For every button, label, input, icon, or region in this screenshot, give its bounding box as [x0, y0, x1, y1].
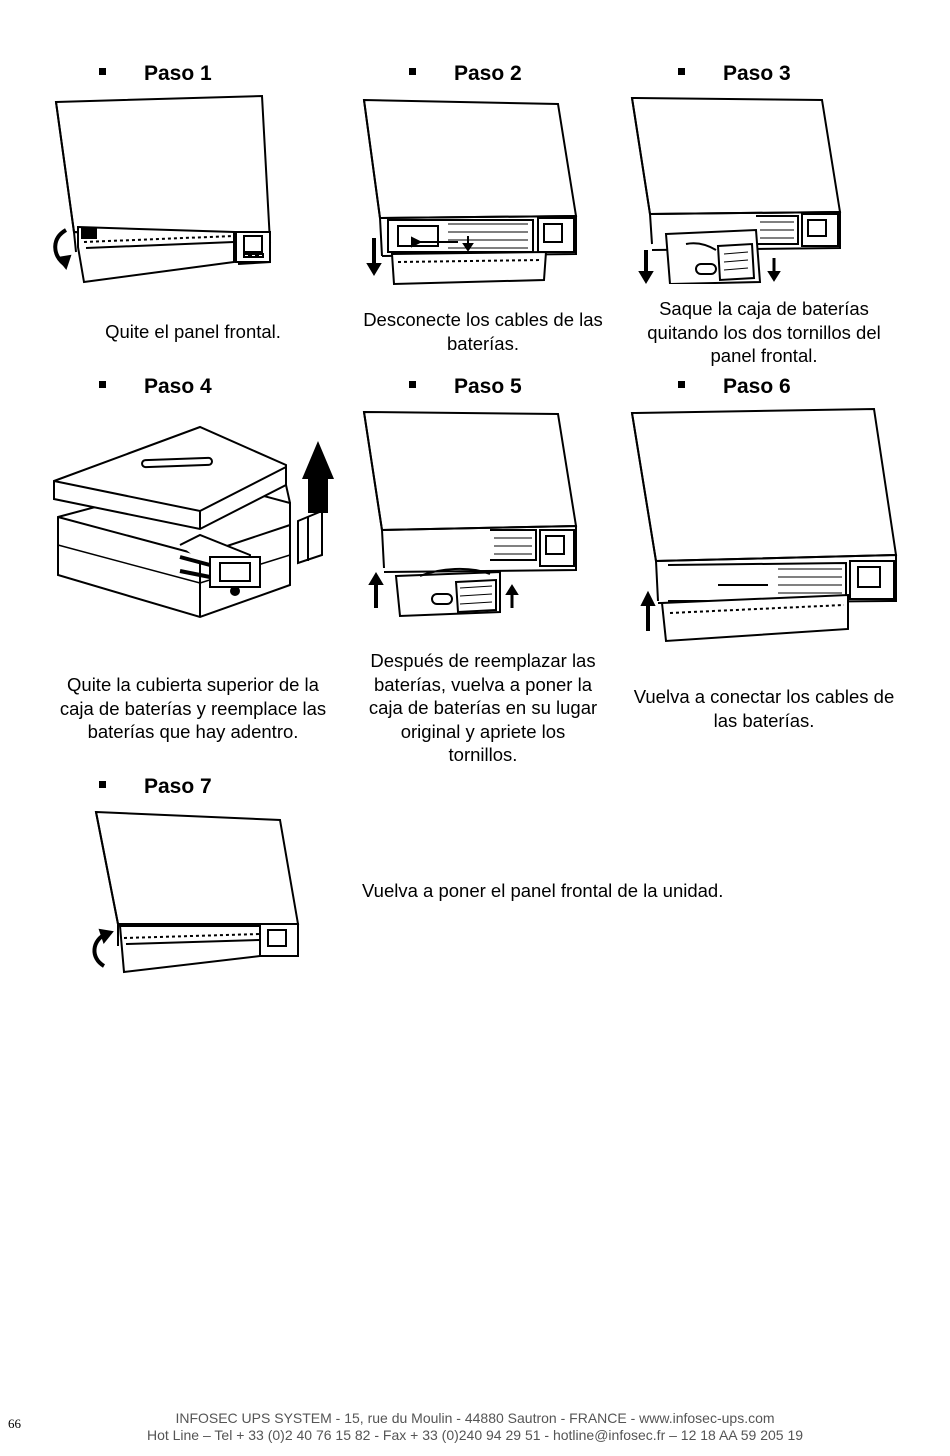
step-5-title: Paso 5: [454, 375, 522, 398]
step-6-illustration: [628, 405, 900, 645]
step-2-caption: Desconecte los cables de las baterías.: [363, 309, 603, 354]
step-3-caption: Saque la caja de baterías quitando los d…: [647, 298, 881, 366]
step-2-title: Paso 2: [454, 62, 522, 85]
step-1-illustration: [48, 92, 278, 284]
step-5-caption: Después de reemplazar las baterías, vuel…: [368, 650, 598, 765]
step-7-title: Paso 7: [144, 775, 212, 798]
step-7-illustration: [84, 806, 304, 984]
bullet-icon: [99, 380, 106, 388]
footer-address: INFOSEC UPS SYSTEM - 15, rue du Moulin -…: [175, 1410, 775, 1426]
step-1-title: Paso 1: [144, 62, 212, 85]
step-6-heading: Paso 6: [678, 375, 791, 399]
step-7-caption: Vuelva a poner el panel frontal de la un…: [362, 880, 724, 901]
step-7-heading: Paso 7: [99, 775, 212, 799]
bullet-icon: [409, 380, 416, 388]
step-4-title: Paso 4: [144, 375, 212, 398]
step-5-illustration: [360, 408, 585, 620]
step-3-illustration: [626, 94, 846, 284]
step-4-caption: Quite la cubierta superior de la caja de…: [59, 674, 327, 742]
bullet-icon: [678, 380, 685, 388]
bullet-icon: [99, 780, 106, 788]
step-2-heading: Paso 2: [409, 62, 522, 86]
footer-contact: Hot Line – Tel + 33 (0)2 40 76 15 82 - F…: [146, 1427, 804, 1443]
step-3-heading: Paso 3: [678, 62, 791, 86]
step-2-illustration: [358, 96, 583, 286]
bullet-icon: [409, 67, 416, 75]
step-1-caption: Quite el panel frontal.: [105, 321, 281, 342]
step-5-heading: Paso 5: [409, 375, 522, 399]
bullet-icon: [678, 67, 685, 75]
bullet-icon: [99, 67, 106, 75]
step-4-illustration: [50, 405, 340, 620]
page-number: 66: [8, 1416, 21, 1431]
step-6-caption: Vuelva a conectar los cables de las bate…: [633, 686, 895, 731]
step-3-title: Paso 3: [723, 62, 791, 85]
step-4-heading: Paso 4: [99, 375, 212, 399]
step-1-heading: Paso 1: [99, 62, 212, 86]
step-6-title: Paso 6: [723, 375, 791, 398]
